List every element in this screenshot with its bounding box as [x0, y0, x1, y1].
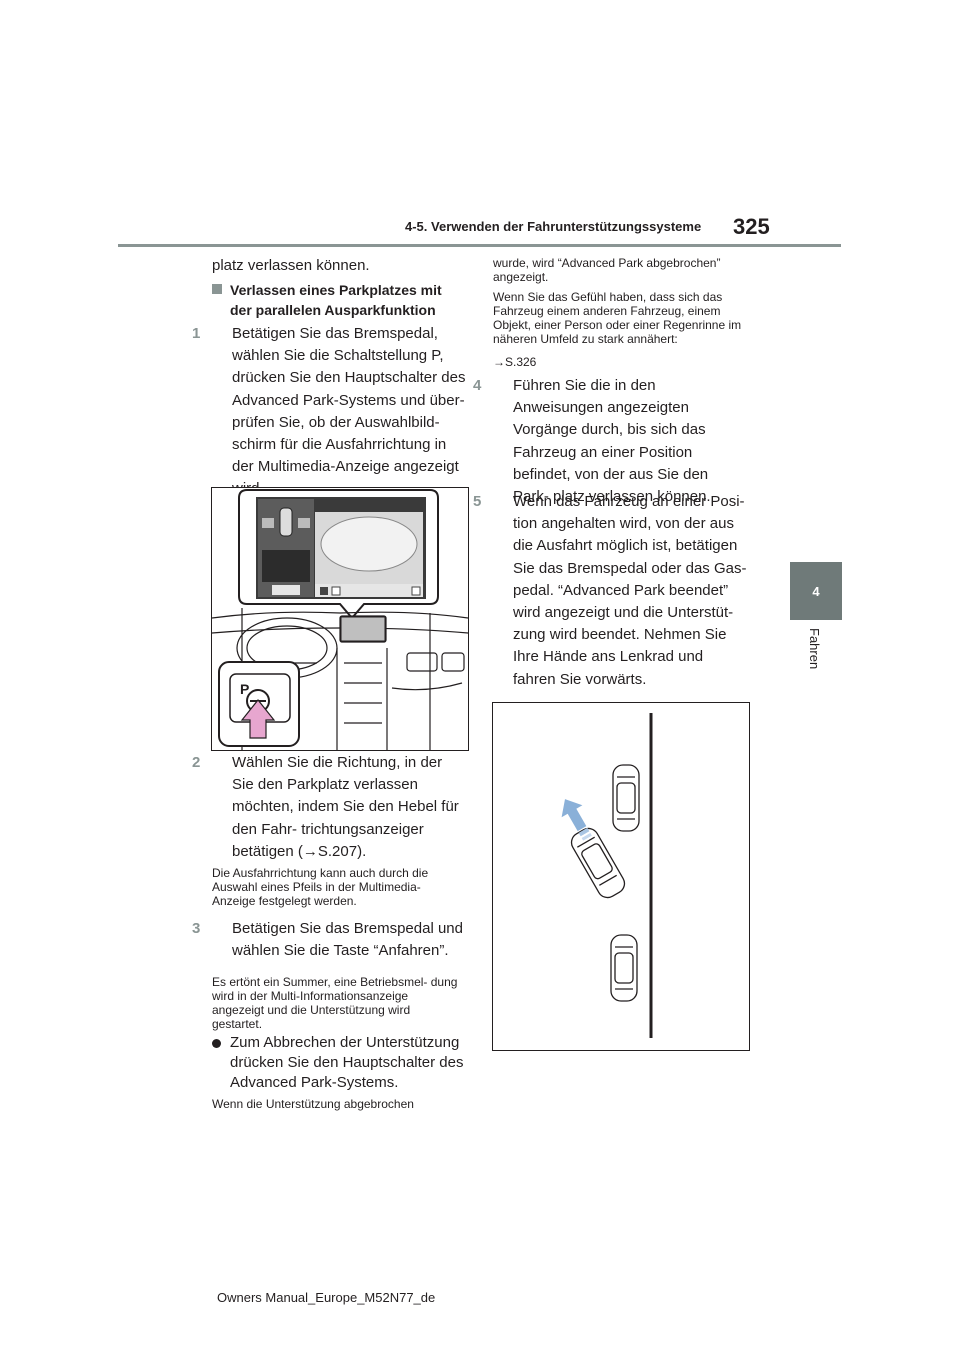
section-title: 4-5. Verwenden der Fahrunterstützungssys… — [405, 219, 702, 234]
step-number: 2 — [192, 754, 201, 771]
step-3: 3 Betätigen Sie das Bremspedal und wählen… — [192, 918, 466, 962]
step-text: Wählen Sie die Richtung, in der Sie den … — [232, 754, 459, 860]
step-number: 4 — [473, 377, 482, 394]
intro-line: platz verlassen können. — [212, 257, 370, 274]
chapter-tab[interactable]: 4 — [790, 562, 842, 620]
header-divider — [118, 244, 841, 247]
step-5: 5 Wenn das Fahrzeug an einer Posi- tion a… — [473, 491, 747, 691]
step-text: Betätigen Sie das Bremspedal, wählen Sie… — [232, 325, 466, 497]
note-cancelled: Wenn die Unterstützung abgebrochen — [212, 1097, 414, 1111]
step-text: Betätigen Sie das Bremspedal und wählen … — [232, 920, 463, 960]
bullet-dot-icon — [212, 1039, 221, 1048]
step-text: Wenn das Fahrzeug an einer Posi- tion an… — [513, 493, 747, 688]
note-feel: Wenn Sie das Gefühl haben, dass sich das… — [493, 290, 742, 346]
bullet-text: Zum Abbrechen der Unterstützung drücken … — [230, 1034, 464, 1091]
p-switch-letter: P — [240, 681, 249, 697]
bullet-cancel: Zum Abbrechen der Unterstützung drücken … — [212, 1033, 466, 1093]
step-number: 3 — [192, 920, 201, 937]
step-4: 4 Führen Sie die in den Anweisungen angez… — [473, 375, 747, 508]
note-buzzer: Es ertönt ein Summer, eine Betriebsmel- … — [212, 975, 458, 1031]
step-2: 2 Wählen Sie die Richtung, in der Sie den… — [192, 752, 466, 863]
note-reference[interactable]: →S.326 — [493, 355, 537, 369]
parked-car-top — [612, 764, 640, 832]
footer-text: Owners Manual_Europe_M52N77_de — [217, 1290, 436, 1305]
parallel-exit-drawing — [561, 713, 653, 1038]
square-bullet-icon — [212, 284, 222, 294]
subheading-text: Verlassen eines Parkplatzes mit der para… — [230, 282, 442, 318]
step-text: Führen Sie die in den Anweisungen angeze… — [513, 377, 711, 506]
dashboard-drawing: P — [211, 489, 469, 750]
step-1: 1 Betätigen Sie das Bremspedal, wählen Si… — [192, 323, 466, 501]
dashboard-illustration: P — [211, 487, 469, 751]
chapter-number: 4 — [812, 583, 820, 599]
exit-direction-arrow-icon — [561, 799, 592, 841]
parked-car-bottom — [610, 934, 638, 1002]
step-number: 5 — [473, 493, 482, 510]
note-direction: Die Ausfahrrichtung kann auch durch die … — [212, 866, 429, 908]
subheading: Verlassen eines Parkplatzes mit der para… — [212, 280, 462, 320]
chapter-label: Fahren — [800, 628, 834, 688]
parallel-exit-illustration — [492, 702, 750, 1051]
step-number: 1 — [192, 325, 201, 342]
page-number: 325 — [733, 214, 770, 239]
exiting-car — [570, 827, 626, 899]
note-continued: wurde, wird “Advanced Park abgebrochen” … — [493, 256, 721, 284]
chapter-label-text: Fahren — [807, 628, 822, 670]
press-arrow-icon — [240, 699, 276, 739]
